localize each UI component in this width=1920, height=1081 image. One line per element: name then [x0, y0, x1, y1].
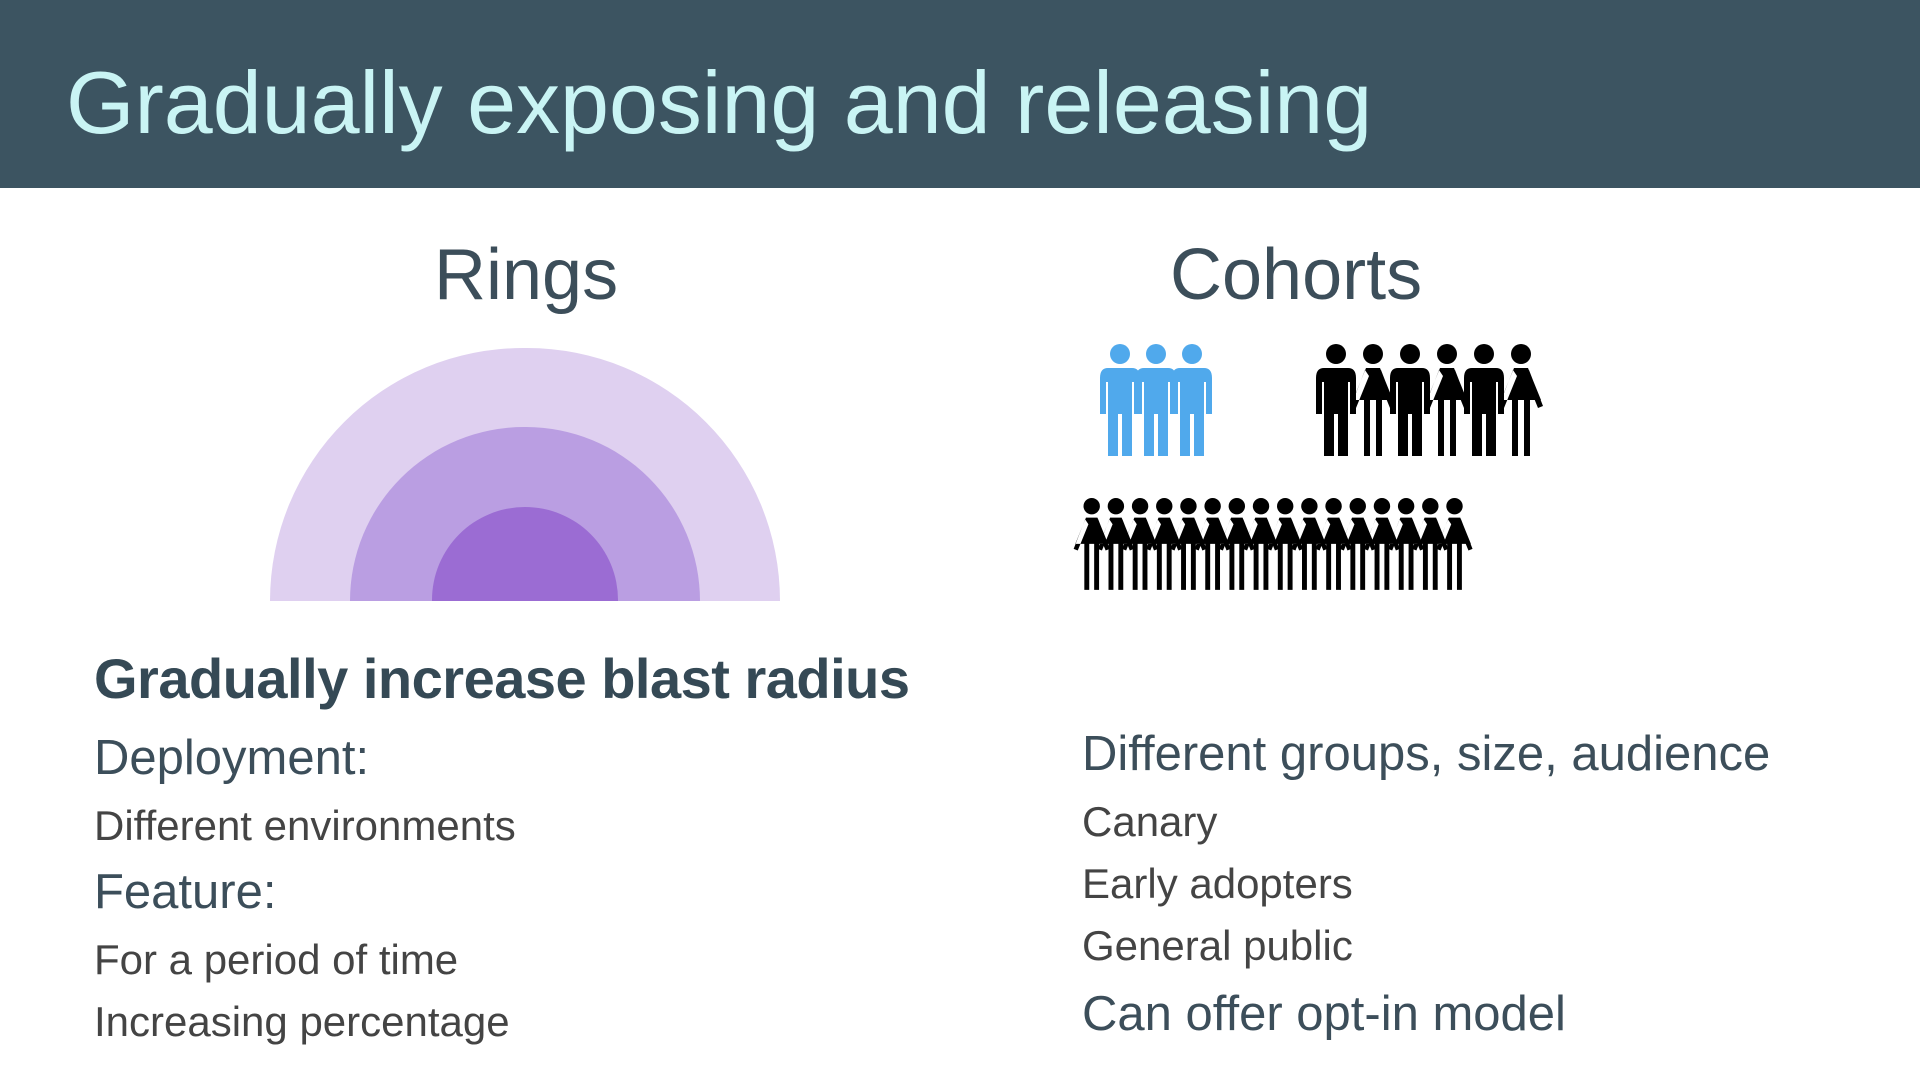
person-icon	[1242, 498, 1280, 590]
people-group-icon	[1100, 344, 1212, 456]
cohort-optin-text: Can offer opt-in model	[1082, 987, 1566, 1041]
person-icon	[1436, 498, 1473, 590]
person-icon	[1122, 498, 1159, 590]
people-group-icon-medium	[1312, 344, 1545, 458]
person-icon	[1097, 498, 1134, 590]
cohort-groups-heading: Different groups, size, audience	[1082, 727, 1771, 781]
people-group-icon-large	[1072, 498, 1474, 591]
person-icon	[1363, 498, 1400, 590]
person-icon	[1316, 344, 1356, 456]
feature-item: For a period of time	[94, 936, 459, 983]
person-icon	[1315, 498, 1352, 590]
person-icon	[1267, 498, 1304, 590]
person-icon	[1146, 498, 1183, 590]
person-icon	[1100, 344, 1140, 456]
rings-heading: Rings	[434, 235, 619, 315]
cohort-item: General public	[1082, 922, 1353, 969]
person-icon	[1218, 498, 1255, 590]
person-icon	[1425, 344, 1469, 456]
title-bar: Gradually exposing and releasing	[0, 0, 1920, 188]
person-icon	[1464, 344, 1504, 456]
people-group-icon-small	[1096, 344, 1216, 458]
person-icon	[1351, 344, 1395, 456]
person-icon	[1136, 344, 1176, 456]
person-icon	[1073, 498, 1110, 590]
person-icon	[1388, 498, 1425, 590]
cohort-item: Early adopters	[1082, 860, 1353, 907]
person-icon	[1170, 498, 1207, 590]
blast-radius-heading: Gradually increase blast radius	[94, 647, 910, 710]
slide-title: Gradually exposing and releasing	[66, 53, 1373, 152]
people-group-icon	[1316, 344, 1543, 456]
person-icon	[1390, 344, 1430, 456]
deployment-item: Different environments	[94, 802, 516, 849]
person-icon	[1339, 498, 1376, 590]
person-icon	[1194, 498, 1231, 590]
people-group-icon	[1073, 498, 1473, 590]
person-icon	[1172, 344, 1212, 456]
person-icon	[1499, 344, 1543, 456]
cohorts-heading: Cohorts	[1170, 235, 1423, 315]
cohort-item: Canary	[1082, 798, 1218, 845]
person-icon	[1291, 498, 1328, 590]
deployment-label: Deployment:	[94, 731, 370, 785]
feature-label: Feature:	[94, 865, 277, 919]
person-icon	[1412, 498, 1449, 590]
feature-item: Increasing percentage	[94, 998, 510, 1045]
